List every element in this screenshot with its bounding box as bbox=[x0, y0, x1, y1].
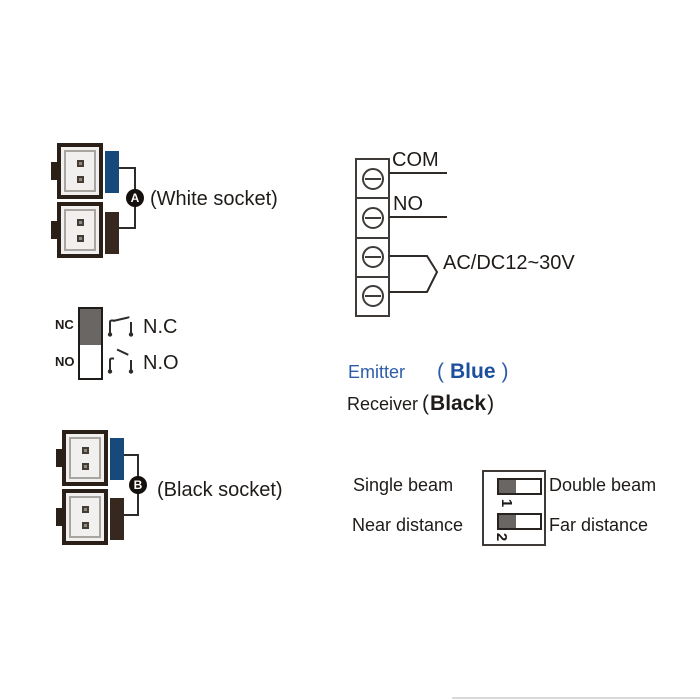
power-supply-label: AC/DC12~30V bbox=[443, 252, 575, 274]
socket-tab bbox=[51, 221, 58, 239]
no-contact-icon bbox=[107, 348, 134, 374]
close-paren: ) bbox=[501, 360, 509, 383]
socket-b-caption: (Black socket) bbox=[157, 479, 283, 501]
socket-pin bbox=[81, 521, 89, 529]
dip2-right-label: Far distance bbox=[549, 515, 649, 535]
socket-b-top bbox=[56, 430, 108, 486]
screw-terminal-icon bbox=[361, 285, 384, 308]
dip2-left-label: Near distance bbox=[352, 515, 464, 535]
terminal-cell bbox=[357, 278, 388, 315]
socket-face bbox=[69, 437, 101, 479]
dip-number-1: 1 bbox=[498, 498, 515, 508]
socket-tab bbox=[56, 449, 63, 467]
blue-plug-bar bbox=[110, 438, 124, 480]
image-edge-line bbox=[452, 697, 700, 699]
emitter-row: Emitter ( Blue ) bbox=[348, 360, 509, 384]
socket-a-badge: A bbox=[126, 189, 144, 207]
no-contact-label: N.O bbox=[143, 352, 179, 374]
open-paren: ( bbox=[437, 360, 445, 383]
screw-terminal-icon bbox=[361, 246, 384, 269]
socket-pin bbox=[76, 234, 84, 242]
socket-pin bbox=[76, 218, 84, 226]
terminal-wires bbox=[389, 172, 447, 293]
socket-a-top bbox=[51, 143, 103, 199]
dip-knob bbox=[499, 480, 516, 493]
emitter-color-value: Blue bbox=[450, 360, 496, 383]
com-wire-label: COM bbox=[392, 149, 439, 171]
receiver-row: Receiver ( Black ) bbox=[347, 392, 494, 416]
socket-pin bbox=[81, 446, 89, 454]
socket-face bbox=[64, 150, 96, 192]
nc-contact-label: N.C bbox=[143, 316, 178, 338]
close-paren: ) bbox=[487, 392, 495, 415]
emitter-label: Emitter bbox=[348, 362, 406, 382]
nc-no-selector-switch bbox=[78, 307, 103, 380]
socket-face bbox=[69, 496, 101, 538]
dip-switch-block: 1 2 bbox=[482, 470, 546, 546]
no-wire-label: NO bbox=[393, 193, 423, 215]
dip1-right-label: Double beam bbox=[549, 475, 657, 495]
socket-pin bbox=[81, 505, 89, 513]
open-paren: ( bbox=[422, 392, 430, 415]
nc-contact-icon bbox=[107, 316, 134, 337]
socket-face bbox=[64, 209, 96, 251]
dip1-left-label: Single beam bbox=[353, 475, 454, 495]
receiver-label: Receiver bbox=[347, 394, 419, 414]
no-small-label: NO bbox=[55, 354, 75, 369]
dip-switch-1 bbox=[497, 478, 542, 495]
socket-a-bottom bbox=[51, 202, 103, 258]
screw-terminal-icon bbox=[361, 167, 384, 190]
receiver-color-value: Black bbox=[430, 392, 487, 415]
terminal-block bbox=[355, 158, 390, 317]
socket-pin bbox=[81, 462, 89, 470]
socket-b-badge: B bbox=[129, 476, 147, 494]
socket-pin bbox=[76, 175, 84, 183]
dip-number-2: 2 bbox=[493, 532, 510, 542]
selector-knob bbox=[80, 309, 101, 345]
socket-pin bbox=[76, 159, 84, 167]
blue-plug-bar bbox=[105, 151, 119, 193]
dip-knob bbox=[499, 515, 516, 528]
socket-a-caption: (White socket) bbox=[150, 188, 278, 210]
socket-b-bottom bbox=[56, 489, 108, 545]
terminal-cell bbox=[357, 160, 388, 200]
socket-tab bbox=[51, 162, 58, 180]
black-plug-bar bbox=[110, 498, 124, 540]
nc-small-label: NC bbox=[55, 317, 74, 332]
socket-tab bbox=[56, 508, 63, 526]
screw-terminal-icon bbox=[361, 206, 384, 229]
terminal-cell bbox=[357, 199, 388, 239]
terminal-cell bbox=[357, 239, 388, 278]
dip-switch-2 bbox=[497, 513, 542, 530]
black-plug-bar bbox=[105, 212, 119, 254]
